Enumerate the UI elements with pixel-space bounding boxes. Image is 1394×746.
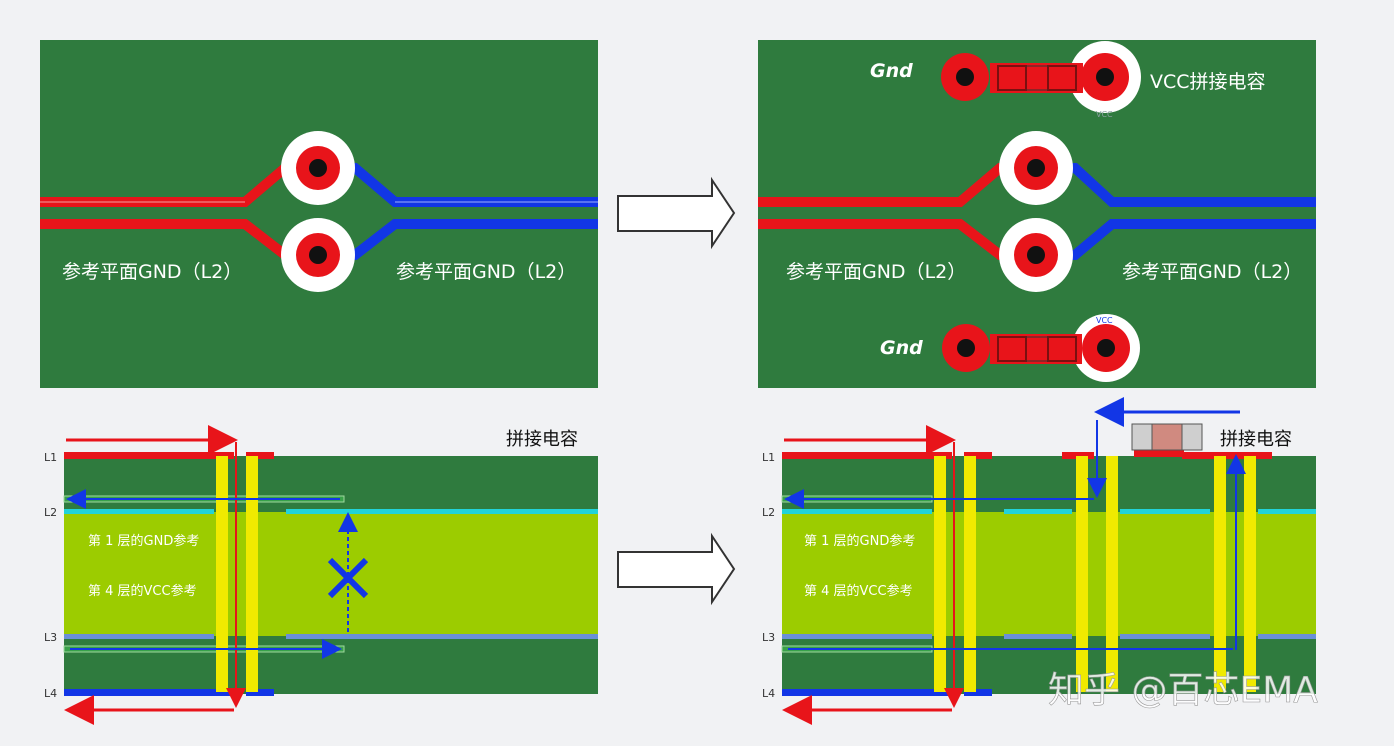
transition-arrow-icon: [617, 176, 736, 250]
via-barrel: [1076, 456, 1088, 692]
bottom-right-stackup: L1 L2 L3 L4 拼接电容 第 1 层的GND参考 第 4 层的VCC参考: [762, 397, 1316, 725]
layer-label-l3: L3: [762, 631, 775, 644]
top-right-panel: VCC Gnd VCC拼接电容 参考平面GND（L2） 参考平面GND（L2） …: [758, 40, 1316, 388]
via-icon: [281, 218, 355, 292]
ref-plane-label-left: 参考平面GND（L2）: [786, 261, 966, 283]
ref-plane-label-left: 参考平面GND（L2）: [62, 261, 242, 283]
top-left-panel: 参考平面GND（L2） 参考平面GND（L2）: [40, 40, 598, 388]
vcc-pad-label: VCC: [1096, 316, 1113, 325]
layer-label-l2: L2: [44, 506, 57, 519]
core-dielectric: [64, 512, 598, 636]
pcb-board: [40, 40, 598, 388]
gnd-label-top: Gnd: [870, 60, 913, 82]
via-icon: [999, 131, 1073, 205]
via-barrel: [216, 456, 228, 692]
layer-label-l1: L1: [762, 451, 775, 464]
layer-label-l1: L1: [44, 451, 57, 464]
core-dielectric: [782, 512, 1316, 636]
ref-plane-label-right: 参考平面GND（L2）: [1122, 261, 1302, 283]
vcc-reference-label: 第 4 层的VCC参考: [88, 583, 197, 599]
via-barrel: [1214, 456, 1226, 692]
layer-label-l3: L3: [44, 631, 57, 644]
via-barrel: [964, 456, 976, 692]
vcc-reference-label: 第 4 层的VCC参考: [804, 583, 913, 599]
ref-plane-label-right: 参考平面GND（L2）: [396, 261, 576, 283]
gnd-label-bottom: Gnd: [880, 337, 923, 359]
pcb-board: [758, 40, 1316, 388]
layer-label-l4: L4: [762, 687, 775, 700]
bottom-left-stackup: L1 L2 L3 L4 拼接电容 第 1 层的GND参考 第 4 层的VCC参考: [44, 425, 598, 725]
via-barrel: [1106, 456, 1118, 692]
gnd-reference-label: 第 1 层的GND参考: [804, 533, 915, 549]
via-barrel: [1244, 456, 1256, 692]
capacitor-component-icon: [1131, 423, 1203, 451]
layer-label-l4: L4: [44, 687, 57, 700]
stitching-cap-label: 拼接电容: [1220, 429, 1292, 450]
via-icon: [281, 131, 355, 205]
via-barrel: [934, 456, 946, 692]
stitching-capacitor-top: VCC: [941, 41, 1141, 119]
watermark: 知乎 @百芯EMA: [1048, 670, 1318, 711]
via-icon: [999, 218, 1073, 292]
stitching-capacitor-bottom: VCC: [942, 314, 1140, 382]
vcc-pad-label: VCC: [1096, 110, 1113, 119]
blocked-x-icon: [327, 557, 369, 599]
stitching-cap-label: VCC拼接电容: [1150, 71, 1266, 93]
transition-arrow-icon: [617, 532, 736, 606]
via-barrel: [246, 456, 258, 692]
layer-label-l2: L2: [762, 506, 775, 519]
stitching-cap-label: 拼接电容: [506, 429, 578, 450]
gnd-reference-label: 第 1 层的GND参考: [88, 533, 199, 549]
